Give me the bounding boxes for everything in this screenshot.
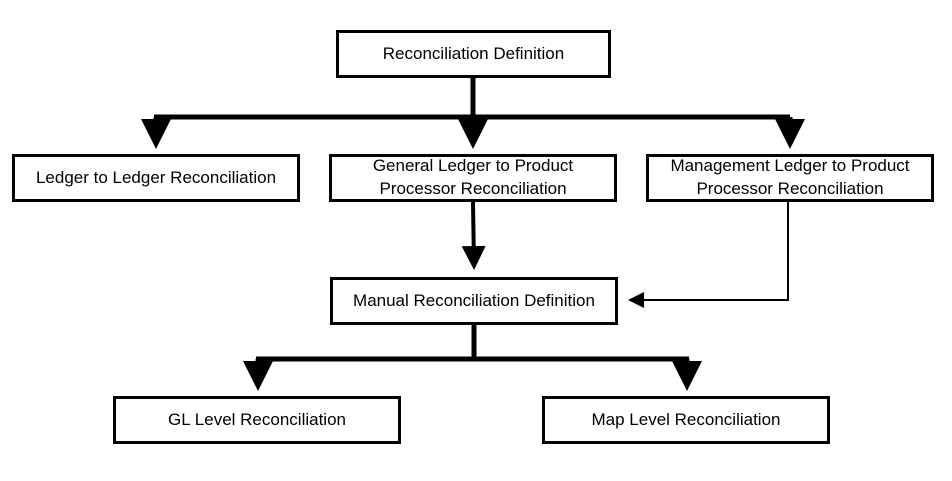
node-management-ledger-to-product-processor: Management Ledger to Product Processor R… xyxy=(646,154,934,202)
node-label-line-2: Processor Reconciliation xyxy=(379,179,567,198)
node-manual-reconciliation-definition: Manual Reconciliation Definition xyxy=(330,277,618,325)
node-label: Map Level Reconciliation xyxy=(591,409,781,429)
node-ledger-to-ledger: Ledger to Ledger Reconciliation xyxy=(12,154,300,202)
node-label: GL Level Reconciliation xyxy=(168,409,346,429)
node-label: Reconciliation Definition xyxy=(382,43,565,63)
node-gl-level-reconciliation: GL Level Reconciliation xyxy=(113,396,401,444)
node-label: Ledger to Ledger Reconciliation xyxy=(35,167,277,187)
node-label: Manual Reconciliation Definition xyxy=(353,290,595,310)
node-label-line-2: Processor Reconciliation xyxy=(696,179,884,198)
node-label-line-1: Management Ledger to Product xyxy=(670,156,910,176)
node-general-ledger-to-product-processor: General Ledger to Product Processor Reco… xyxy=(329,154,617,202)
node-map-level-reconciliation: Map Level Reconciliation xyxy=(542,396,830,444)
arrow-general-to-manual xyxy=(461,201,486,270)
node-label-line-1: General Ledger to Product xyxy=(372,156,574,176)
node-reconciliation-definition: Reconciliation Definition xyxy=(336,30,611,78)
connector-management-to-manual xyxy=(628,202,789,308)
